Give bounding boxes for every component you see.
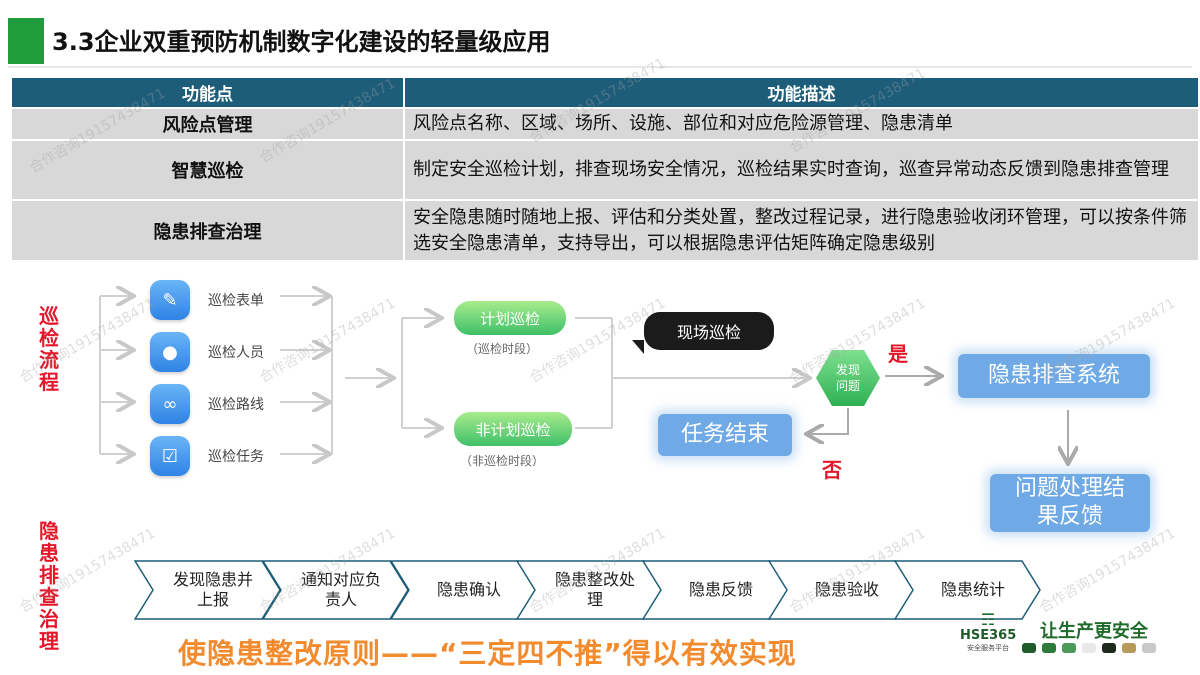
hazard-step-label: 隐患整改处理 bbox=[555, 570, 636, 609]
logo-subtitle: 安全服务平台 bbox=[967, 644, 1009, 652]
title-accent-bar bbox=[8, 18, 44, 64]
hazard-flow-label: 隐患排查治理 bbox=[36, 520, 62, 652]
route-icon: ∞ bbox=[150, 384, 190, 424]
logo-mark-icon: ☶ bbox=[980, 610, 996, 629]
table-cell-feature: 隐患排查治理 bbox=[12, 199, 405, 260]
planned-patrol-pill: 计划巡检 bbox=[454, 301, 566, 335]
flow-connectors bbox=[99, 270, 1200, 540]
result-feedback-text: 问题处理结果反馈 bbox=[1014, 476, 1125, 529]
brand-tagline: 让生产更安全 bbox=[1040, 621, 1148, 642]
table-row: 智慧巡检 制定安全巡检计划，排查现场安全情况，巡检结果实时查询，巡查异常动态反馈… bbox=[12, 139, 1200, 200]
logo-name: HSE365 bbox=[960, 628, 1017, 643]
found-problem-decision: 发现问题 bbox=[816, 350, 880, 406]
patrol-item-label: 巡检任务 bbox=[208, 449, 264, 465]
brand-color-dot bbox=[1062, 643, 1076, 653]
hazard-step: 发现隐患并上报 bbox=[134, 560, 282, 620]
table-header-description: 功能描述 bbox=[404, 78, 1200, 108]
hazard-step: 隐患整改处理 bbox=[516, 560, 664, 620]
chevron-shape bbox=[262, 560, 409, 620]
chevron-shape bbox=[134, 560, 281, 620]
chevron-shape bbox=[894, 560, 1041, 620]
table-cell-description: 制定安全巡检计划，排查现场安全情况，巡检结果实时查询，巡查异常动态反馈到隐患排查… bbox=[404, 139, 1200, 200]
hazard-step: 隐患确认 bbox=[390, 560, 538, 620]
title-divider bbox=[8, 66, 1192, 68]
decision-text: 发现问题 bbox=[835, 363, 860, 393]
brand-color-dot bbox=[1122, 643, 1136, 653]
patrol-item-task[interactable]: ☑ 巡检任务 bbox=[150, 436, 264, 476]
hazard-system-box: 隐患排查系统 bbox=[958, 354, 1150, 398]
planned-patrol-sub: （巡检时段） bbox=[466, 342, 539, 356]
task-end-box: 任务结束 bbox=[658, 414, 792, 456]
onsite-patrol-bubble: 现场巡检 bbox=[644, 312, 774, 350]
table-header-feature: 功能点 bbox=[12, 78, 405, 108]
hazard-step-label: 通知对应负责人 bbox=[301, 570, 382, 609]
speech-bubble-tail-icon bbox=[632, 340, 644, 354]
unplanned-patrol-sub: （非巡检时段） bbox=[460, 454, 545, 468]
table-row: 隐患排查治理 安全隐患随时随地上报、评估和分类处置，整改过程记录，进行隐患验收闭… bbox=[12, 199, 1200, 260]
table-cell-feature: 风险点管理 bbox=[12, 107, 405, 140]
page-title: 3.3企业双重预防机制数字化建设的轻量级应用 bbox=[52, 28, 551, 56]
yes-label: 是 bbox=[888, 342, 908, 366]
hazard-step-label: 发现隐患并上报 bbox=[173, 570, 254, 609]
brand-color-dot bbox=[1142, 643, 1156, 653]
no-label: 否 bbox=[822, 458, 842, 482]
hazard-step-label: 隐患反馈 bbox=[688, 580, 753, 599]
task-icon: ☑ bbox=[150, 436, 190, 476]
patrol-item-route[interactable]: ∞ 巡检路线 bbox=[150, 384, 264, 424]
patrol-item-label: 巡检表单 bbox=[208, 293, 264, 309]
hazard-step: 通知对应负责人 bbox=[262, 560, 410, 620]
table-cell-description: 风险点名称、区域、场所、设施、部位和对应危险源管理、隐患清单 bbox=[404, 107, 1200, 140]
brand-color-dot bbox=[1102, 643, 1116, 653]
hazard-step-label: 隐患验收 bbox=[814, 580, 879, 599]
unplanned-patrol-pill: 非计划巡检 bbox=[454, 412, 572, 446]
table-header-row: 功能点 功能描述 bbox=[12, 78, 1200, 108]
table-cell-description: 安全隐患随时随地上报、评估和分类处置，整改过程记录，进行隐患验收闭环管理，可以按… bbox=[404, 199, 1200, 260]
table-row: 风险点管理 风险点名称、区域、场所、设施、部位和对应危险源管理、隐患清单 bbox=[12, 107, 1200, 140]
brand-color-dots bbox=[1022, 643, 1156, 653]
patrol-item-label: 巡检路线 bbox=[208, 397, 264, 413]
result-feedback-box: 问题处理结果反馈 bbox=[990, 474, 1150, 532]
hazard-flow-label-text: 隐患排查治理 bbox=[39, 519, 59, 653]
brand-color-dot bbox=[1082, 643, 1096, 653]
table-cell-feature: 智慧巡检 bbox=[12, 139, 405, 200]
slogan: 使隐患整改原则——“三定四不推”得以有效实现 bbox=[178, 637, 797, 670]
form-icon: ✎ bbox=[150, 280, 190, 320]
function-table: 功能点 功能描述 风险点管理 风险点名称、区域、场所、设施、部位和对应危险源管理… bbox=[12, 78, 1200, 260]
person-icon: ● bbox=[150, 332, 190, 372]
hazard-step: 隐患统计 bbox=[894, 560, 1042, 620]
hazard-step-label: 隐患统计 bbox=[940, 580, 1005, 599]
brand-color-dot bbox=[1042, 643, 1056, 653]
hazard-step-label: 隐患确认 bbox=[436, 580, 501, 599]
patrol-flow-label: 巡检流程 bbox=[36, 305, 62, 393]
patrol-item-form[interactable]: ✎ 巡检表单 bbox=[150, 280, 264, 320]
patrol-item-label: 巡检人员 bbox=[208, 345, 264, 361]
patrol-item-personnel[interactable]: ● 巡检人员 bbox=[150, 332, 264, 372]
hse365-logo: ☶ HSE365 安全服务平台 bbox=[960, 612, 1016, 653]
brand-color-dot bbox=[1022, 643, 1036, 653]
patrol-flow-label-text: 巡检流程 bbox=[39, 304, 59, 394]
